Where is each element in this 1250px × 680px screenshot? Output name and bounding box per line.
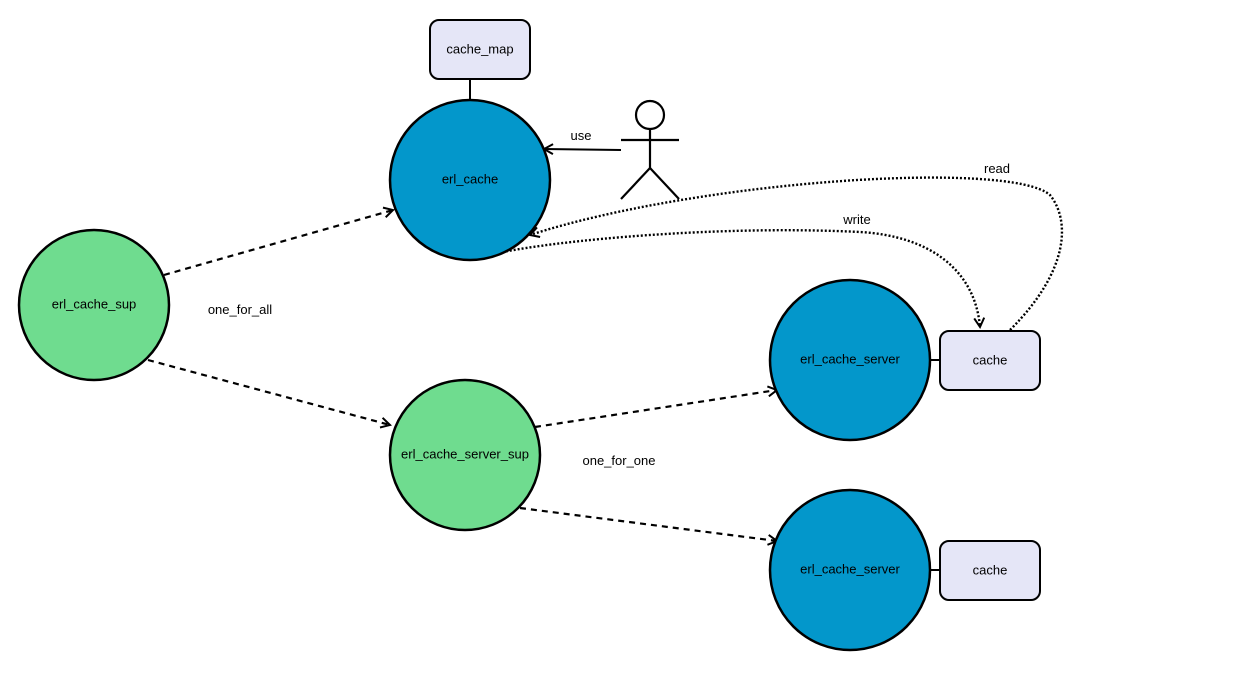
cache-map-label: cache_map [446, 41, 513, 56]
edge-label-read: read [984, 161, 1010, 176]
cache-box-1 [939, 330, 1041, 391]
cache-map-node[interactable]: cache_map [429, 19, 531, 80]
erl-cache-label: erl_cache [442, 171, 498, 186]
cache-map-box [429, 19, 531, 80]
erl-cache-server-label-1: erl_cache_server [800, 351, 900, 366]
edge-label-use: use [571, 128, 592, 143]
erl-cache-server-sup-label: erl_cache_server_sup [401, 446, 529, 461]
cache-node-1[interactable]: cache [939, 330, 1041, 391]
edge-server-sup-to-server2 [519, 506, 777, 541]
erl-cache-sup-label: erl_cache_sup [52, 296, 137, 311]
edge-sup-to-cache [163, 210, 393, 277]
erl-cache-sup-circle [17, 228, 171, 382]
erl-cache-server-node-2[interactable]: erl_cache_server [768, 488, 932, 652]
edge-server-sup-to-server1 [534, 390, 777, 429]
erl-cache-circle [388, 98, 552, 262]
edge-write [497, 229, 980, 327]
edge-sup-to-server-sup [147, 358, 390, 425]
edges [147, 80, 1064, 571]
cache-label-2: cache [973, 562, 1008, 577]
edge-read [530, 176, 1064, 331]
erl-cache-server-circle-2 [768, 488, 932, 652]
erl-cache-node[interactable]: erl_cache [388, 98, 552, 262]
erl-cache-server-sup-node[interactable]: erl_cache_server_sup [388, 378, 542, 532]
erl-cache-server-label-2: erl_cache_server [800, 561, 900, 576]
edge-label-write: write [842, 212, 870, 227]
cache-box-2 [939, 540, 1041, 601]
erl-cache-server-node-1[interactable]: erl_cache_server [768, 278, 932, 442]
user-actor-icon [620, 99, 680, 200]
cache-node-2[interactable]: cache [939, 540, 1041, 601]
erl-cache-sup-node[interactable]: erl_cache_sup [17, 228, 171, 382]
erl-cache-server-sup-circle [388, 378, 542, 532]
cache-label-1: cache [973, 352, 1008, 367]
erl-cache-server-circle-1 [768, 278, 932, 442]
edge-label-one-for-all: one_for_all [208, 302, 272, 317]
edge-actor-use [544, 149, 622, 150]
edge-label-one-for-one: one_for_one [582, 453, 655, 468]
